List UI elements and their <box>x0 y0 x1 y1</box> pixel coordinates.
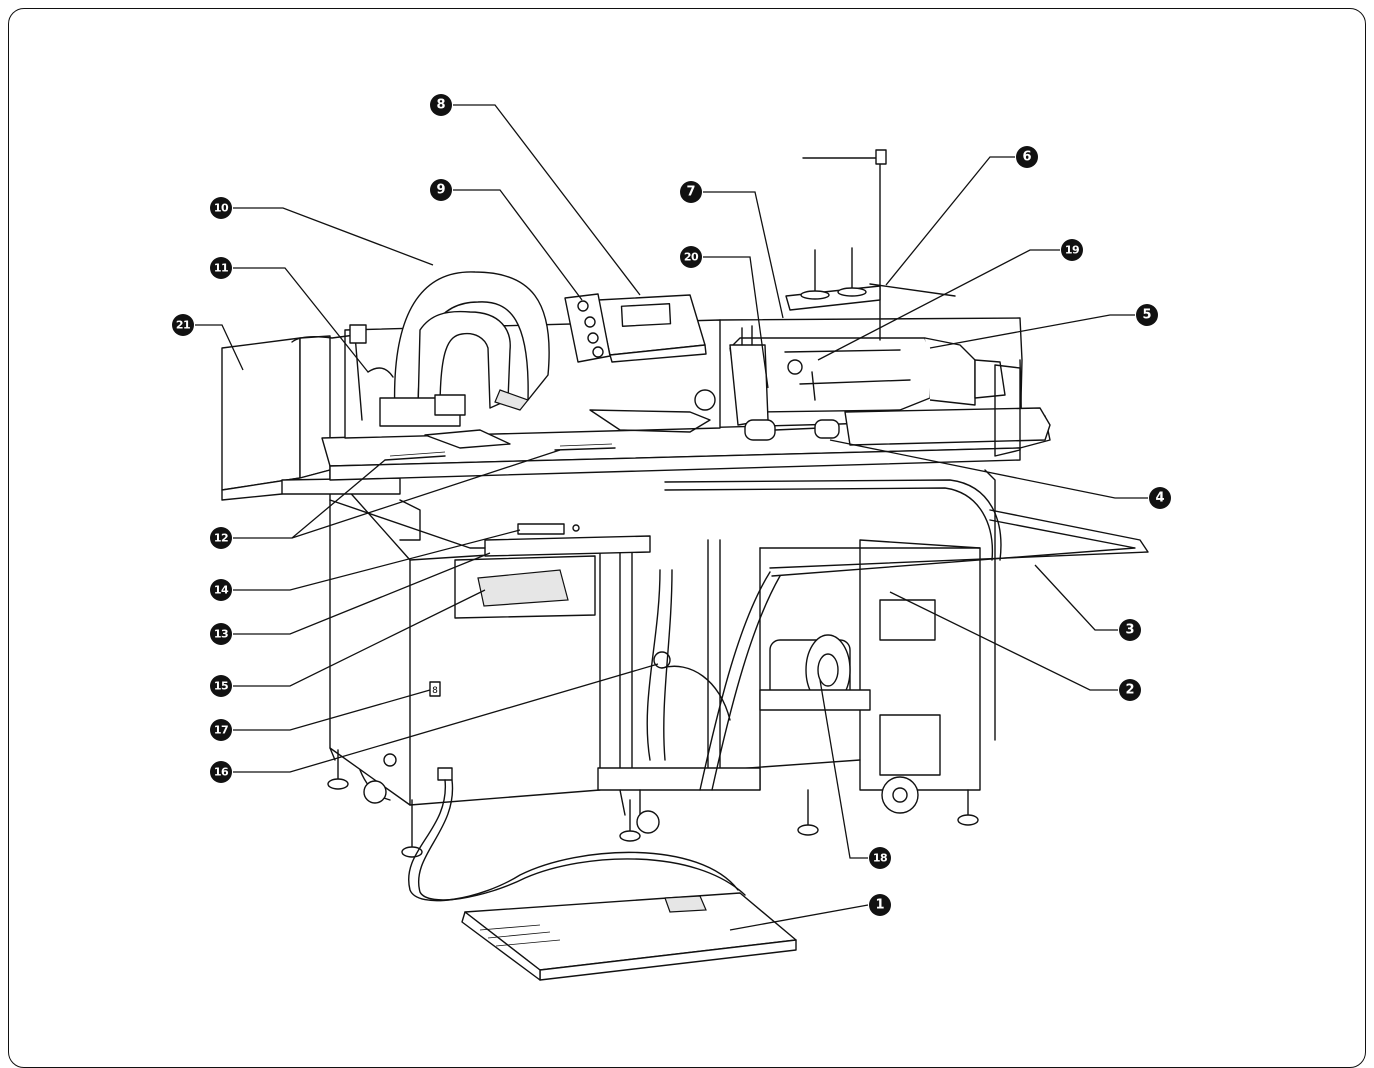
callout-15: 15 <box>210 675 232 697</box>
feet <box>327 749 979 858</box>
svg-text:18: 18 <box>873 852 887 865</box>
center-frame <box>597 539 861 816</box>
callout-16: 16 <box>210 761 232 783</box>
callout-11: 11 <box>210 257 232 279</box>
callout-18: 18 <box>869 847 891 869</box>
machine-head-5 <box>729 325 1006 426</box>
callout-12: 12 <box>210 527 232 549</box>
thread-stand-6 <box>785 149 956 341</box>
callout-7: 7 <box>680 181 702 203</box>
svg-text:4: 4 <box>1155 491 1164 506</box>
motor-18 <box>759 634 871 711</box>
svg-text:17: 17 <box>214 724 228 737</box>
leader-18 <box>819 679 868 859</box>
leader-2 <box>889 591 1118 691</box>
left-cabinet <box>329 469 601 806</box>
leader-21 <box>195 324 244 371</box>
callout-9: 9 <box>430 179 452 201</box>
callout-19: 19 <box>1061 239 1083 261</box>
power-switch-glyph: 8 <box>432 686 438 696</box>
leader-6 <box>885 156 1015 286</box>
leader-9 <box>453 189 583 301</box>
leader-16 <box>233 663 659 773</box>
svg-text:2: 2 <box>1125 683 1134 698</box>
slot-14 <box>517 523 565 535</box>
svg-text:19: 19 <box>1065 244 1079 257</box>
callout-markers: 1 2 3 4 5 6 7 8 9 10 11 12 13 14 15 16 1… <box>172 94 1171 916</box>
callout-13: 13 <box>210 623 232 645</box>
hand-lever-11 <box>291 324 394 421</box>
callout-20: 20 <box>680 246 702 268</box>
presser-arm-4 <box>589 389 840 441</box>
leader-10 <box>233 207 434 266</box>
callout-21: 21 <box>172 314 194 336</box>
callout-4: 4 <box>1149 487 1171 509</box>
callout-5: 5 <box>1136 304 1158 326</box>
air-regulator-16 <box>646 569 731 761</box>
frame-arch-10 <box>379 271 550 427</box>
callout-17: 17 <box>210 719 232 741</box>
right-bed <box>844 407 1051 446</box>
svg-text:11: 11 <box>214 262 228 275</box>
needle-bar-20 <box>729 344 769 426</box>
callout-1: 1 <box>869 894 891 916</box>
right-frame <box>759 364 1021 814</box>
drawer-15 <box>454 555 596 619</box>
svg-text:21: 21 <box>176 319 190 332</box>
leader-3 <box>1034 564 1118 631</box>
svg-text:13: 13 <box>214 628 228 641</box>
pedal-cable <box>408 767 746 902</box>
pipes-3 <box>664 479 1149 791</box>
shelf-13 <box>484 535 651 557</box>
svg-text:20: 20 <box>684 251 699 264</box>
leader-12b <box>291 449 561 539</box>
svg-text:10: 10 <box>214 202 229 215</box>
foot-pedal-1 <box>461 892 797 981</box>
leader-1 <box>729 904 869 931</box>
callout-6: 6 <box>1016 146 1038 168</box>
leader-5 <box>929 314 1135 349</box>
callout-2: 2 <box>1119 679 1141 701</box>
machine-illustration <box>221 149 1149 981</box>
svg-text:12: 12 <box>214 532 228 545</box>
svg-text:9: 9 <box>436 183 445 198</box>
leader-14 <box>233 529 521 591</box>
operation-panel-8 <box>597 294 707 363</box>
svg-text:14: 14 <box>214 584 229 597</box>
svg-text:3: 3 <box>1125 623 1134 638</box>
leader-7 <box>703 191 784 319</box>
svg-text:6: 6 <box>1022 150 1031 165</box>
svg-text:16: 16 <box>214 766 229 779</box>
leader-4 <box>829 439 1148 499</box>
power-switch-17 <box>429 681 441 697</box>
leader-17 <box>233 689 431 731</box>
leader-15 <box>233 589 486 687</box>
workpiece <box>424 429 511 449</box>
leader-lines <box>195 104 1148 931</box>
svg-text:1: 1 <box>875 898 884 913</box>
callout-14: 14 <box>210 579 232 601</box>
callout-10: 10 <box>210 197 232 219</box>
leader-19 <box>817 249 1060 361</box>
callout-8: 8 <box>430 94 452 116</box>
leader-8 <box>453 104 641 296</box>
svg-text:7: 7 <box>686 185 695 200</box>
svg-text:8: 8 <box>436 98 445 113</box>
svg-text:5: 5 <box>1142 308 1151 323</box>
callout-3: 3 <box>1119 619 1141 641</box>
svg-text:15: 15 <box>214 680 228 693</box>
leader-13 <box>233 552 491 635</box>
leader-11 <box>233 267 369 373</box>
leader-20 <box>703 256 769 389</box>
switch-box-9 <box>564 293 611 363</box>
